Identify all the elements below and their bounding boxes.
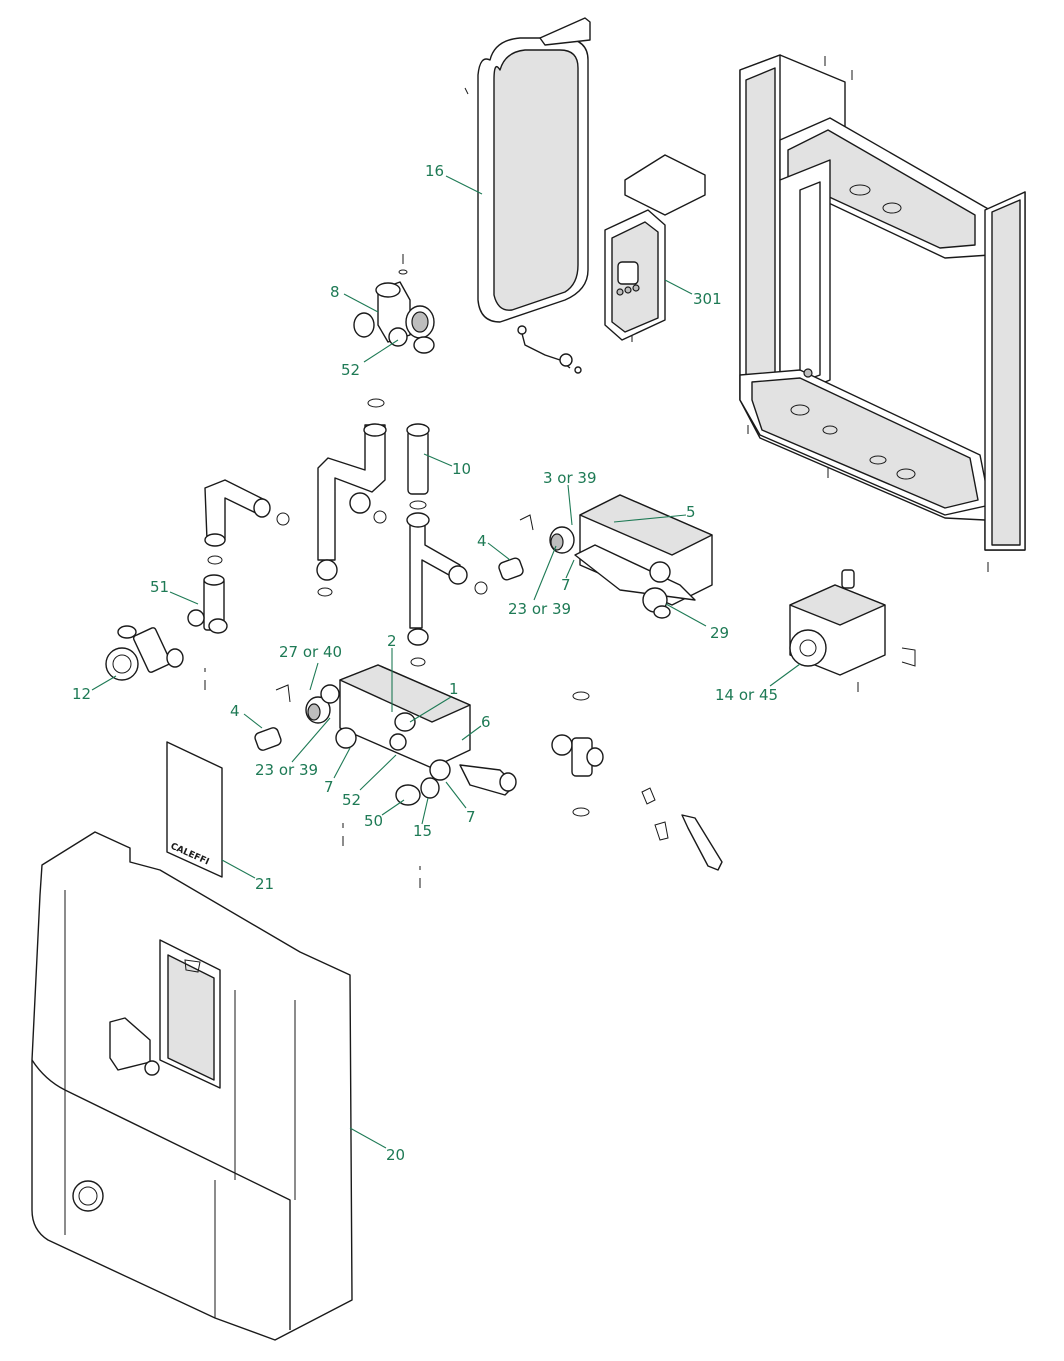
pipe-set: [204, 398, 488, 667]
plate-heat-exchanger: [519, 494, 713, 619]
callout-50: 50: [364, 812, 383, 830]
controller-unit: [604, 154, 706, 342]
callout-4-left: 4: [230, 702, 240, 720]
callout-16: 16: [425, 162, 444, 180]
callout-14-or-45: 14 or 45: [715, 686, 778, 704]
callout-23-or-39-right: 23 or 39: [508, 600, 571, 618]
flexible-hose: [641, 787, 723, 871]
callout-20: 20: [386, 1146, 405, 1164]
callout-2: 2: [387, 632, 397, 650]
sensor-4-right: [498, 557, 524, 581]
callout-301: 301: [693, 290, 722, 308]
callout-1: 1: [449, 680, 459, 698]
leader-lines: [91, 175, 801, 1149]
tee-fitting-51: [187, 574, 228, 634]
callout-5: 5: [686, 503, 696, 521]
callout-23-or-39-left: 23 or 39: [255, 761, 318, 779]
valve-assembly-8: [353, 254, 435, 354]
callout-27-or-40: 27 or 40: [279, 643, 342, 661]
callout-21: 21: [255, 875, 274, 893]
callout-4-right: 4: [477, 532, 487, 550]
callout-10: 10: [452, 460, 471, 478]
hydraulic-block: [275, 664, 517, 888]
callout-51: 51: [150, 578, 169, 596]
callout-12: 12: [72, 685, 91, 703]
expansion-vessel: [464, 17, 591, 374]
front-cover: [31, 831, 353, 1341]
callout-6: 6: [481, 713, 491, 731]
callout-29: 29: [710, 624, 729, 642]
callout-3-or-39: 3 or 39: [543, 469, 597, 487]
callout-8: 8: [330, 283, 340, 301]
callout-52-bottom: 52: [342, 791, 361, 809]
circulation-pump: [789, 569, 916, 692]
mounting-frame: [739, 54, 1026, 572]
gauge-assembly-12: [105, 625, 206, 690]
callout-52-top: 52: [341, 361, 360, 379]
callout-7-left: 7: [324, 778, 334, 796]
callout-labels: 16 301 8 52 10 3 or 39 5 4 7 23 or 39 29…: [72, 162, 778, 1164]
callout-7-bottom: 7: [466, 808, 476, 826]
callout-15: 15: [413, 822, 432, 840]
sensor-4-left: [254, 727, 282, 751]
callout-7-right: 7: [561, 576, 571, 594]
instruction-card: CALEFFI: [166, 741, 223, 878]
diverter-valve: [551, 691, 604, 817]
